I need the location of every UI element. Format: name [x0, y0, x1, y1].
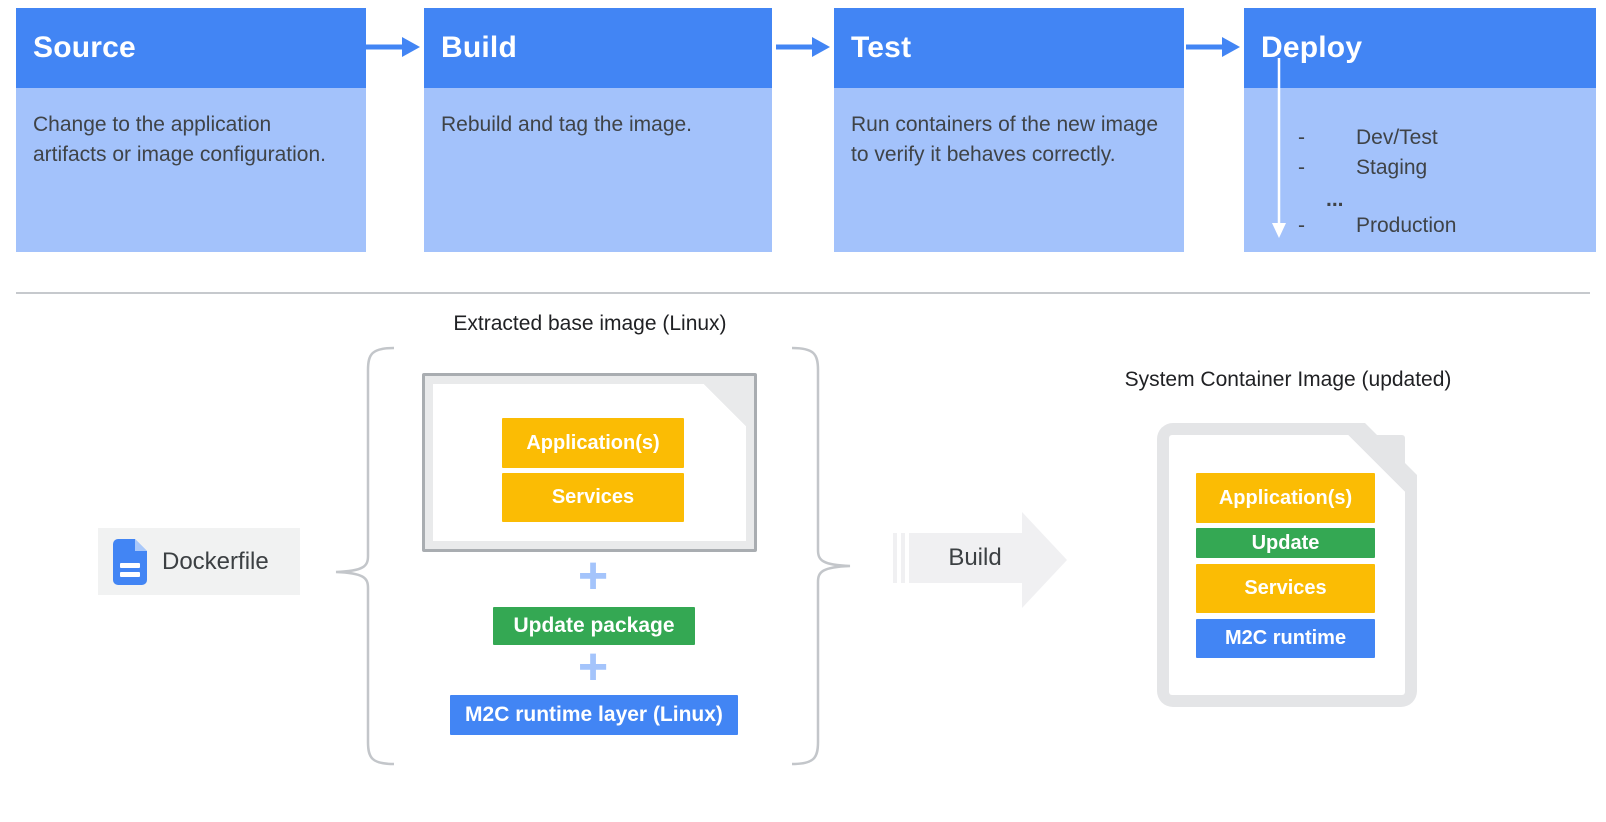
- stage-test: Test Run containers of the new image to …: [834, 8, 1184, 252]
- document-icon: [113, 538, 147, 585]
- deploy-env-label: Dev/Test: [1356, 126, 1438, 149]
- stage-source: Source Change to the application artifac…: [16, 8, 366, 252]
- right-brace: [791, 346, 851, 766]
- stage-title: Test: [851, 31, 912, 64]
- stage-title: Source: [33, 31, 136, 64]
- stage-build-description: Rebuild and tag the image.: [424, 88, 772, 252]
- list-item: - Staging: [1298, 156, 1427, 180]
- arrow-down-icon: [1272, 58, 1286, 238]
- system-container-image-title: System Container Image (updated): [1124, 368, 1452, 391]
- stage-deploy: Deploy: [1244, 8, 1596, 252]
- deploy-environment-list: - Dev/Test - Staging ... - Production: [1298, 88, 1590, 252]
- build-arrow: [893, 512, 1067, 608]
- list-item-ellipsis: ...: [1326, 188, 1344, 212]
- plus-icon: +: [577, 638, 609, 696]
- m2c-runtime-layer-box: M2C runtime layer (Linux): [450, 695, 738, 735]
- arrow-right-icon: [776, 37, 830, 57]
- layer-applications: Application(s): [502, 418, 684, 468]
- stage-source-header: Source: [16, 8, 366, 88]
- dockerfile-chip: Dockerfile: [98, 528, 300, 595]
- arrow-right-icon: [1186, 37, 1240, 57]
- stage-source-description: Change to the application artifacts or i…: [16, 88, 366, 252]
- layer-services: Services: [1196, 564, 1375, 613]
- dash-bullet: -: [1298, 156, 1305, 179]
- layer-m2c-runtime: M2C runtime: [1196, 619, 1375, 658]
- dash-bullet: -: [1298, 214, 1305, 237]
- update-package-box: Update package: [493, 607, 695, 645]
- section-divider: [16, 292, 1590, 294]
- stage-test-description: Run containers of the new image to verif…: [834, 88, 1184, 252]
- dash-bullet: -: [1298, 126, 1305, 149]
- stage-deploy-header: Deploy: [1244, 8, 1596, 88]
- arrow-right-icon: [366, 37, 420, 57]
- stage-build-header: Build: [424, 8, 772, 88]
- plus-icon: +: [577, 547, 609, 605]
- deploy-env-label: Production: [1356, 214, 1457, 237]
- dockerfile-label: Dockerfile: [162, 547, 269, 575]
- layer-applications: Application(s): [1196, 473, 1375, 523]
- left-brace: [335, 346, 395, 766]
- layer-services: Services: [502, 473, 684, 522]
- stage-build: Build Rebuild and tag the image.: [424, 8, 772, 252]
- stage-deploy-body: [1244, 88, 1596, 252]
- deploy-env-label: Staging: [1356, 156, 1428, 179]
- extracted-base-image-title: Extracted base image (Linux): [453, 312, 727, 335]
- stage-title: Build: [441, 31, 517, 64]
- list-item: - Production: [1298, 214, 1456, 238]
- deploy-env-label: ...: [1326, 188, 1344, 211]
- stage-test-header: Test: [834, 8, 1184, 88]
- build-arrow-label: Build: [948, 544, 1002, 571]
- layer-update: Update: [1196, 528, 1375, 558]
- list-item: - Dev/Test: [1298, 126, 1438, 150]
